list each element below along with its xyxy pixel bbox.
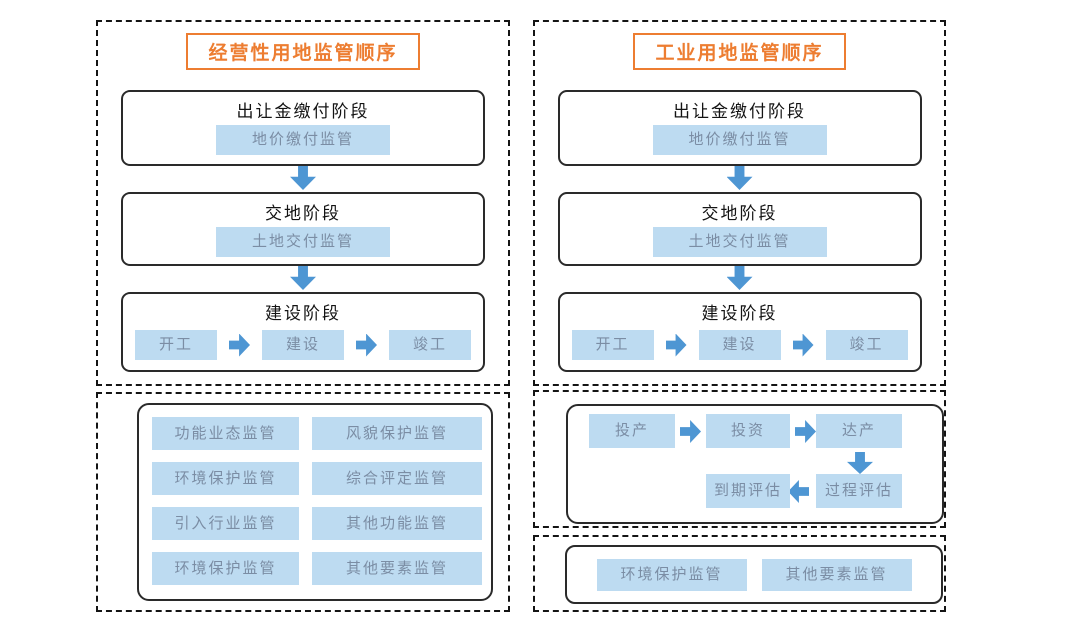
arrow-right-icon (680, 420, 701, 443)
stage-card-land-delivery: 交地阶段 土地交付监管 (121, 192, 485, 266)
supervision-pill: 地价缴付监管 (216, 125, 390, 155)
supervision-tag: 环境保护监管 (596, 558, 747, 591)
supervision-tag: 其他要素监管 (761, 558, 912, 591)
supervision-tag: 环境保护监管 (152, 552, 299, 585)
flow-step: 开工 (135, 330, 217, 360)
arrow-right-icon (665, 333, 687, 357)
arrow-right-icon (795, 420, 816, 443)
stage-title: 交地阶段 (701, 204, 778, 223)
flow-step: 投资 (706, 414, 790, 448)
supervision-pill: 土地交付监管 (216, 227, 390, 257)
commercial-panel-title: 经营性用地监管顺序 (186, 33, 420, 70)
flow-step: 过程评估 (816, 474, 902, 508)
supervision-tag: 其他功能监管 (312, 507, 482, 540)
arrow-down-icon (290, 166, 316, 190)
flow-step: 建设 (698, 330, 781, 360)
supervision-tag: 引入行业监管 (152, 507, 299, 540)
supervision-tag: 环境保护监管 (152, 462, 299, 495)
stage-title: 出让金缴付阶段 (236, 102, 370, 121)
industrial-production-panel: 投产 投资 达产 过程评估 到期评估 (533, 390, 946, 528)
flow-step: 开工 (571, 330, 654, 360)
arrow-down-icon (847, 452, 873, 474)
stage-title: 交地阶段 (265, 204, 341, 223)
construction-flow: 开工 建设 竣工 (135, 330, 471, 360)
arrow-right-icon (229, 333, 250, 357)
supervision-tag: 风貌保护监管 (312, 417, 482, 450)
arrow-down-icon (290, 266, 316, 290)
flow-step: 投产 (589, 414, 675, 448)
arrow-down-icon (726, 166, 753, 190)
supervision-pill: 地价缴付监管 (652, 125, 827, 155)
flow-step: 达产 (816, 414, 902, 448)
stage-title: 建设阶段 (701, 304, 778, 323)
stage-card-construction: 建设阶段 开工 建设 竣工 (121, 292, 485, 372)
commercial-sequence-panel: 经营性用地监管顺序 出让金缴付阶段 地价缴付监管 交地阶段 土地交付监管 建设阶… (96, 20, 510, 386)
flow-step: 竣工 (389, 330, 471, 360)
stage-card-payment: 出让金缴付阶段 地价缴付监管 (557, 90, 922, 166)
flow-step: 到期评估 (706, 474, 790, 508)
industrial-sequence-panel: 工业用地监管顺序 出让金缴付阶段 地价缴付监管 交地阶段 土地交付监管 建设阶段… (533, 20, 946, 386)
stage-card-payment: 出让金缴付阶段 地价缴付监管 (121, 90, 485, 166)
supervision-grid-box: 功能业态监管 风貌保护监管 环境保护监管 综合评定监管 引入行业监管 其他功能监… (137, 403, 493, 601)
industrial-supervision-panel: 环境保护监管 其他要素监管 (533, 535, 946, 612)
industrial-panel-title: 工业用地监管顺序 (633, 33, 846, 70)
stage-title: 出让金缴付阶段 (673, 102, 806, 121)
commercial-supervision-panel: 功能业态监管 风貌保护监管 环境保护监管 综合评定监管 引入行业监管 其他功能监… (96, 392, 510, 612)
supervision-tag: 其他要素监管 (312, 552, 482, 585)
flow-step: 建设 (262, 330, 344, 360)
supervision-tag: 功能业态监管 (152, 417, 299, 450)
supervision-pill: 土地交付监管 (652, 227, 827, 257)
arrow-right-icon (792, 333, 814, 357)
stage-card-land-delivery: 交地阶段 土地交付监管 (557, 192, 922, 266)
arrow-right-icon (356, 333, 377, 357)
stage-title: 建设阶段 (265, 304, 341, 323)
supervision-tag: 综合评定监管 (312, 462, 482, 495)
arrow-left-icon (788, 480, 809, 503)
flow-step: 竣工 (825, 330, 908, 360)
supervision-row-box: 环境保护监管 其他要素监管 (565, 545, 943, 604)
stage-card-construction: 建设阶段 开工 建设 竣工 (557, 292, 922, 372)
production-flow-box: 投产 投资 达产 过程评估 到期评估 (566, 404, 944, 524)
arrow-down-icon (726, 266, 753, 290)
construction-flow: 开工 建设 竣工 (571, 330, 908, 360)
